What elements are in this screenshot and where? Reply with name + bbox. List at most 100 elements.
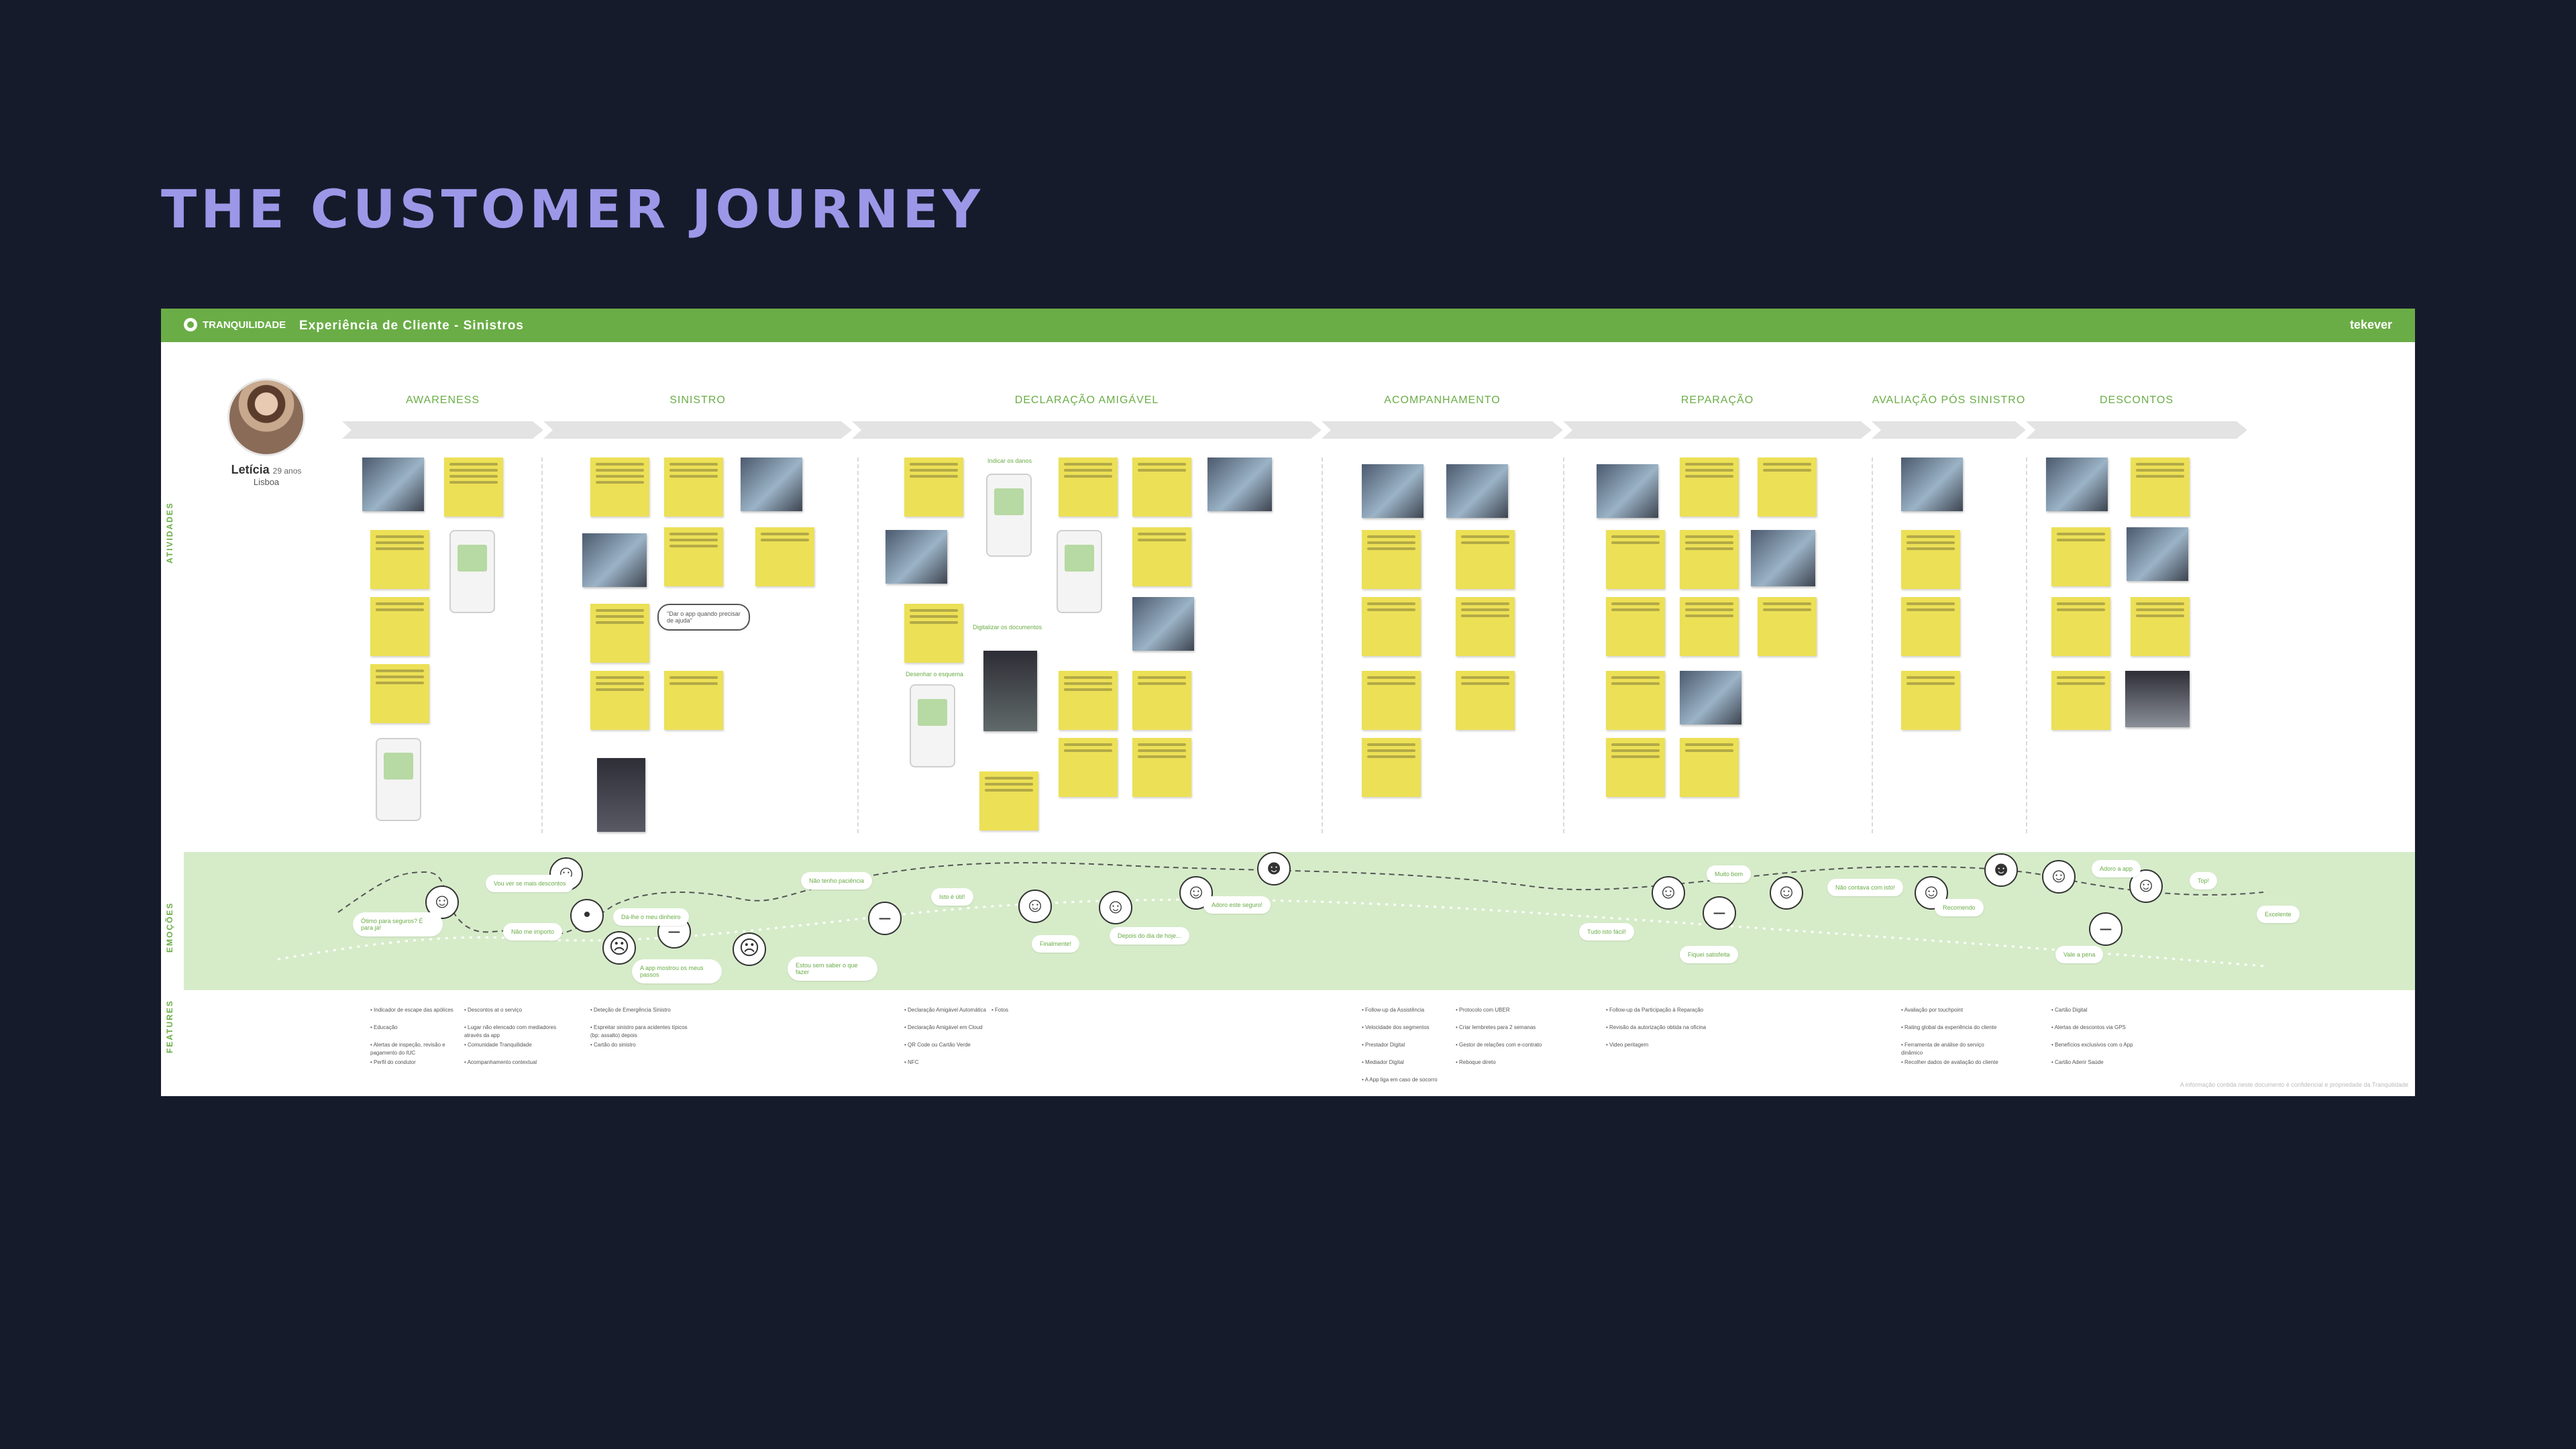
photo-lego-figure <box>1132 597 1194 651</box>
emotion-bubble: Excelente <box>2257 906 2300 923</box>
emotion-bubble: Top! <box>2190 872 2218 890</box>
sticky-note <box>2051 527 2110 586</box>
phone-mockup <box>1057 530 1102 613</box>
feature-item: • Perfil do condutor <box>370 1059 416 1065</box>
emotion-bubble: Adoro a app <box>2092 860 2141 877</box>
emotion-bubble: Vale a pena <box>2055 946 2104 963</box>
sticky-note <box>1132 671 1191 730</box>
neutral-face-icon: – <box>868 902 902 935</box>
sticky-note <box>1606 671 1665 730</box>
feature-item: • Declaração Amigável Automática <box>904 1007 986 1013</box>
feature-item: • Revisão da autorização obtida na ofici… <box>1606 1024 1707 1030</box>
emotion-bubble: Não tenho paciência <box>801 872 873 890</box>
sticky-note <box>1680 738 1739 797</box>
phase-awareness: AWARENESS <box>342 394 543 439</box>
sticky-note <box>1059 458 1118 517</box>
sticky-note <box>1132 458 1191 517</box>
feature-item: • Gestor de relações com e-contrato <box>1456 1042 1542 1048</box>
photo-lego-figure <box>1751 530 1815 586</box>
phase-reparacao: REPARAÇÃO <box>1563 394 1872 439</box>
feature-item: • Indicador de escape das apólices <box>370 1007 453 1013</box>
feature-item: • Cartão Digital <box>2051 1007 2088 1013</box>
persona-city: Lisboa <box>253 477 280 487</box>
sticky-note <box>1901 597 1960 656</box>
sticky-note <box>1901 671 1960 730</box>
row-label-features: FEATURES <box>165 1000 174 1053</box>
emotion-bubble: Estou sem saber o que fazer <box>788 957 877 981</box>
board-title: Experiência de Cliente - Sinistros <box>299 319 524 333</box>
feature-item: • Benefícios exclusivos com o App <box>2051 1042 2133 1048</box>
photo-lego-bus <box>2125 671 2190 727</box>
feature-item: • Mediador Digital <box>1362 1059 1404 1065</box>
feature-item: • Acompanhamento contextual <box>464 1059 537 1065</box>
photo-lego-car <box>1208 458 1272 511</box>
phase-descontos: DESCONTOS <box>2026 394 2247 439</box>
feature-item: • Video peritagem <box>1606 1042 1649 1048</box>
sticky-note <box>1680 458 1739 517</box>
happy-face-icon: ☺ <box>2042 860 2076 894</box>
happy-face-icon: ☺ <box>1770 876 1803 910</box>
persona-name: Letícia 29 anos <box>231 463 302 476</box>
sticky-note <box>370 530 429 589</box>
row-label-activities: ATIVIDADES <box>165 502 174 564</box>
step-label: Indicar os danos <box>987 458 1032 464</box>
sticky-note <box>979 771 1038 830</box>
feature-item: • Rating global da experiência do client… <box>1901 1024 1997 1030</box>
board-header: TRANQUILIDADE Experiência de Cliente - S… <box>161 309 2415 342</box>
phone-mockup <box>449 530 495 613</box>
sticky-note <box>1132 738 1191 797</box>
persona-card: Letícia 29 anos Lisboa <box>223 378 310 487</box>
emotion-bubble: Muito bom <box>1707 865 1752 883</box>
sticky-note <box>1132 527 1191 586</box>
very-happy-face-icon: ☻ <box>1257 852 1291 885</box>
sticky-note <box>2131 458 2190 517</box>
step-label: Digitalizar os documentos <box>973 624 1042 631</box>
sticky-note <box>590 671 649 730</box>
happy-face-icon: ☺ <box>1099 891 1132 924</box>
feature-item: • Prestador Digital <box>1362 1042 1405 1048</box>
sticky-note <box>904 604 963 663</box>
feature-item: • Criar lembretes para 2 semanas <box>1456 1024 1536 1030</box>
feature-item: • Comunidade Tranquilidade <box>464 1042 532 1048</box>
emotion-bubble: Não contava com isto! <box>1827 879 1904 896</box>
sticky-note <box>1901 530 1960 589</box>
phase-acompanhamento: ACOMPANHAMENTO <box>1322 394 1563 439</box>
footnote: A informação contida neste documento é c… <box>2180 1081 2408 1088</box>
brand-name: TRANQUILIDADE <box>203 319 286 331</box>
row-label-emotions: EMOÇÕES <box>165 902 174 953</box>
neutral-face-icon: – <box>2089 912 2123 946</box>
sticky-note <box>1456 671 1515 730</box>
sticky-note <box>664 527 723 586</box>
emotion-bubble: Isto é útil! <box>931 888 973 906</box>
surprised-face-icon: • <box>570 899 604 932</box>
sticky-note <box>1680 530 1739 589</box>
sticky-note <box>1456 530 1515 589</box>
happy-face-icon: ☺ <box>2129 869 2163 903</box>
emotion-bubble: Finalmente! <box>1032 935 1080 953</box>
step-label: Desenhar o esquema <box>906 671 964 678</box>
sticky-note <box>2131 597 2190 656</box>
sticky-note <box>1362 530 1421 589</box>
feature-item: • Avaliação por touchpoint <box>1901 1007 1964 1013</box>
phase-sinistro: SINISTRO <box>543 394 852 439</box>
feature-item: • Cartão Aderir Saúde <box>2051 1059 2104 1065</box>
photo-lego-crash <box>741 458 802 511</box>
sticky-note <box>2051 597 2110 656</box>
feature-item: • Deteção de Emergência Sinistro <box>590 1007 671 1013</box>
emotion-bubble: Fiquei satisfeita <box>1680 946 1738 963</box>
feature-item: • Descontos at o serviço <box>464 1007 522 1013</box>
sad-face-icon: ☹ <box>602 931 636 965</box>
sticky-note <box>1456 597 1515 656</box>
photo-lego-garage <box>1597 464 1658 518</box>
emotion-bubble: Depois do dia de hoje... <box>1110 927 1189 945</box>
slide-title: THE CUSTOMER JOURNEY <box>161 180 985 240</box>
emotion-bubble: Não me importo <box>503 923 563 941</box>
emotion-bubble: Adoro este seguro! <box>1203 896 1271 914</box>
sticky-note <box>1680 597 1739 656</box>
neutral-face-icon: – <box>1703 896 1736 930</box>
feature-item: • Follow-up da Participação à Reparação <box>1606 1007 1704 1013</box>
feature-item: • Follow-up da Assistência <box>1362 1007 1425 1013</box>
photo-lego-figure <box>1362 464 1424 518</box>
sticky-note <box>1362 738 1421 797</box>
tranquilidade-logo-icon <box>184 318 197 331</box>
